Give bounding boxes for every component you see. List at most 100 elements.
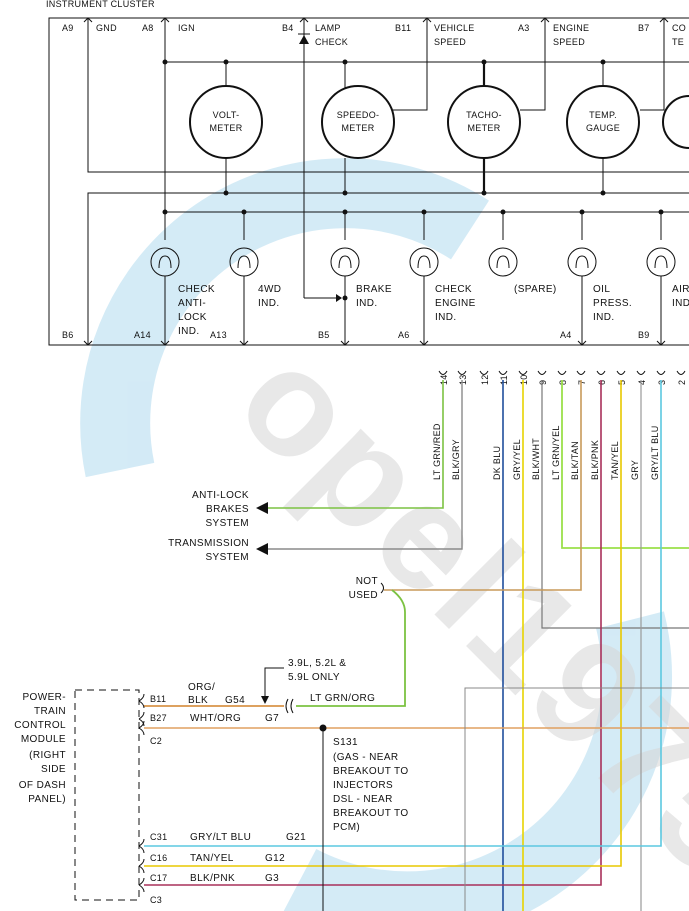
conn-pin-4: 4 <box>637 380 647 385</box>
conn-pin-7: 7 <box>577 380 587 385</box>
socket-2 <box>676 370 686 375</box>
lamp-check-circuit <box>298 18 348 302</box>
indicator-labels: CHECK ANTI- LOCK IND. 4WD IND. BRAKE IND… <box>178 284 689 337</box>
engine-note-l2: 5.9L ONLY <box>288 672 340 683</box>
wire-gry-lt-blu <box>144 380 662 847</box>
splice-s131: S131 (GAS - NEAR BREAKOUT TO INJECTORS D… <box>319 724 409 911</box>
wire-gry-return <box>464 687 689 911</box>
pcm-label-4: MODULE <box>21 734 66 745</box>
ind-4wd-l1: 4WD <box>258 284 281 295</box>
wire-blk-pnk <box>144 380 602 886</box>
conn-pin-9: 9 <box>538 380 548 385</box>
wire-blk-tan: BLK/TAN <box>570 441 580 480</box>
splice-note-5: BREAKOUT TO <box>333 808 409 819</box>
wire-blk-gry: BLK/GRY <box>451 439 461 480</box>
harness-wires <box>144 380 689 911</box>
pcm-pin-C3: C3 <box>150 895 162 905</box>
speedometer-line2: METER <box>342 123 375 133</box>
lamp-air <box>646 247 676 345</box>
pin-func-engine-speed: SPEED <box>553 37 585 47</box>
conn-pin-3: 3 <box>657 380 667 385</box>
lamp-check-antilock <box>150 247 180 345</box>
wire-blk-wht: BLK/WHT <box>531 438 541 480</box>
conn-pin-8: 8 <box>558 380 568 385</box>
conn-pin-2: 2 <box>677 380 687 385</box>
splice-id: S131 <box>333 737 358 748</box>
pin-func-engine: ENGINE <box>553 23 589 33</box>
ind-antilock-l3: LOCK <box>178 312 207 323</box>
abs-label-l3: SYSTEM <box>205 518 249 529</box>
wire-blk-pnk: BLK/PNK <box>590 440 600 480</box>
splice-note-3: INJECTORS <box>333 780 393 791</box>
wire-tan-yel <box>144 380 622 867</box>
engine-note-l1: 3.9L, 5.2L & <box>288 658 346 669</box>
pin-label-B6: B6 <box>62 330 74 340</box>
tachometer-gauge: TACHO- METER <box>447 85 521 159</box>
pin-label-A3: A3 <box>518 23 530 33</box>
socket-5 <box>616 370 626 375</box>
pcm-circuit-G54: G54 <box>225 695 245 706</box>
pin-label-A8: A8 <box>142 23 154 33</box>
socket-13 <box>457 370 467 375</box>
pin-label-B5: B5 <box>318 330 330 340</box>
gauge-signal-wires <box>380 18 665 111</box>
trans-label-l2: SYSTEM <box>205 552 249 563</box>
lamp-check-engine <box>409 247 439 345</box>
conn-pin-6: 6 <box>597 380 607 385</box>
tachometer-line2: METER <box>468 123 501 133</box>
pcm-pin-C16: C16 <box>150 853 167 863</box>
voltmeter-line1: VOLT- <box>213 110 240 120</box>
wire-blk-wht-run <box>541 380 689 629</box>
pin-label-B4: B4 <box>282 23 294 33</box>
pcm-pin-B27: B27 <box>150 713 167 723</box>
engine-note: 3.9L, 5.2L & 5.9L ONLY LT GRN/ORG <box>261 658 375 714</box>
pcm-pin-C31: C31 <box>150 832 167 842</box>
pin-func-gnd: GND <box>96 23 117 33</box>
lamp-4wd <box>229 247 259 345</box>
splice-note-4: DSL - NEAR <box>333 794 393 805</box>
not-used-l2: USED <box>349 590 378 601</box>
socket-8 <box>557 370 567 375</box>
cluster-connector: 14 13 12 11 10 9 8 7 6 5 4 3 2 LT GRN/RE… <box>432 374 687 480</box>
pcm-label-3: CONTROL <box>14 720 66 731</box>
wire-transmission <box>268 380 463 550</box>
pin-label-A14: A14 <box>134 330 151 340</box>
trans-label-l1: TRANSMISSION <box>168 538 249 549</box>
wire-gry-lt-blu: GRY/LT BLU <box>650 425 660 480</box>
ind-oil-l1: OIL <box>593 284 610 295</box>
cluster-top-pins: A9 GND A8 IGN B4 LAMP CHECK B11 VEHICLE … <box>62 23 686 47</box>
pcm-label-5: (RIGHT <box>29 750 66 761</box>
watermark-logo <box>80 158 672 911</box>
pcm-pin-B11: B11 <box>150 694 166 704</box>
ind-spare-l1: (SPARE) <box>514 284 557 295</box>
socket-10 <box>518 370 528 375</box>
lamp-brake <box>330 247 360 345</box>
tachometer-line1: TACHO- <box>466 110 502 120</box>
socket-9 <box>537 370 547 375</box>
wire-gry-yel: GRY/YEL <box>512 439 522 480</box>
pcm-wire-blk: BLK <box>188 695 208 706</box>
pcm-wire-wht-org: WHT/ORG <box>190 713 241 724</box>
gauge-ground-bus <box>223 158 606 196</box>
ind-antilock-l1: CHECK <box>178 284 215 295</box>
socket-4 <box>636 370 646 375</box>
pin-label-A13: A13 <box>210 330 227 340</box>
not-used-l1: NOT <box>356 576 378 587</box>
socket-6 <box>596 370 606 375</box>
wire-tan-yel: TAN/YEL <box>610 441 620 480</box>
ind-4wd-l2: IND. <box>258 298 280 309</box>
wire-lt-grn-org <box>296 589 406 707</box>
pcm-pin-C2: C2 <box>150 736 162 746</box>
ind-oil-l2: PRESS. <box>593 298 632 309</box>
top-pin-arrows <box>83 17 669 23</box>
ind-antilock-l4: IND. <box>178 326 200 337</box>
pcm-label-7: OF DASH <box>19 780 66 791</box>
pcm-circuit-G21: G21 <box>286 832 306 843</box>
socket-12 <box>479 370 489 375</box>
temp-gauge: TEMP. GAUGE <box>566 85 640 159</box>
ind-brake-l2: IND. <box>356 298 378 309</box>
ind-air-l1: AIR <box>672 284 689 295</box>
pin-func-co: CO <box>672 23 686 33</box>
pcm-label-6: SIDE <box>41 764 66 775</box>
